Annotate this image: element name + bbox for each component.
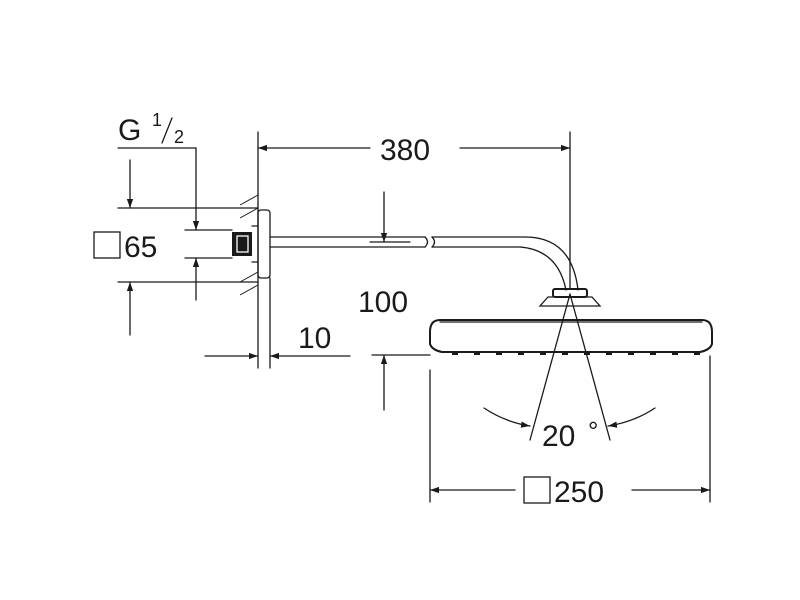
arm-length-value: 380	[380, 134, 430, 167]
head-size-value: 250	[554, 476, 604, 509]
drop-height-value: 100	[358, 286, 408, 319]
square-size-icon	[523, 476, 551, 504]
wall-hatching	[239, 194, 259, 296]
wall-offset-value: 10	[298, 322, 331, 355]
thread-numerator: 1	[152, 110, 162, 130]
square-size-icon	[93, 231, 121, 259]
thread-dimension: G 1 2	[117, 110, 233, 301]
tilt-angle-unit: °	[588, 416, 598, 446]
wall-flange	[232, 209, 271, 279]
thread-denominator: 2	[174, 127, 184, 147]
flange-size-value: 65	[124, 231, 157, 264]
flange-size-dimension: 65	[93, 159, 259, 336]
arm-length-dimension: 380	[257, 131, 571, 290]
tilt-angle-value: 20	[542, 420, 575, 453]
spray-nozzles	[452, 352, 700, 355]
shower-arm	[269, 236, 579, 291]
thread-label: G	[118, 114, 141, 147]
wall-offset-dimension: 10	[204, 277, 351, 369]
tilt-angle-dimension: 20 °	[483, 293, 656, 453]
head-size-dimension: 250	[429, 355, 711, 509]
drop-height-dimension: 100	[358, 191, 431, 411]
